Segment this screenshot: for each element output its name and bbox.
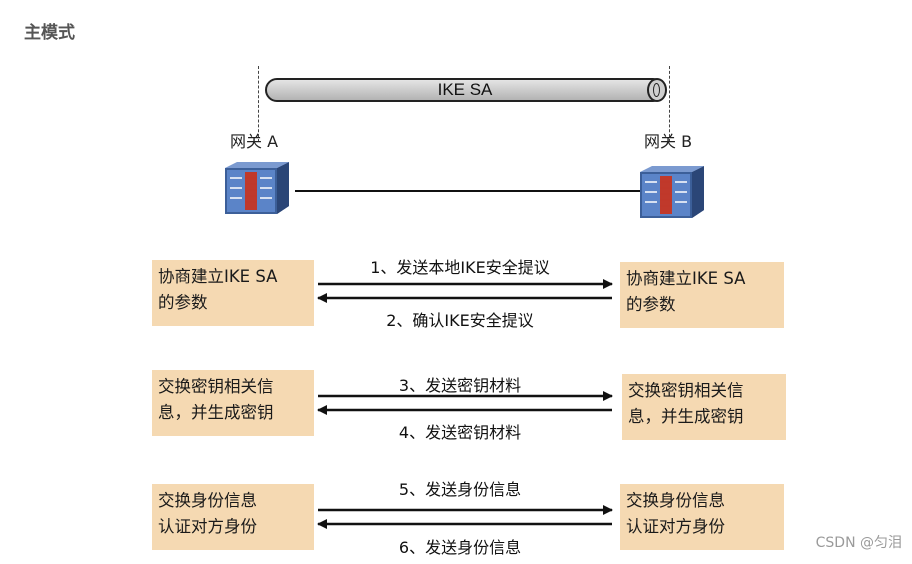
page-title: 主模式 xyxy=(24,23,75,43)
message-label: 6、发送身份信息 xyxy=(398,538,522,557)
watermark: CSDN @匀泪 xyxy=(815,535,902,551)
box-line: 认证对方身份 xyxy=(626,517,725,536)
gateway-a-step-box: 交换密钥相关信 息，并生成密钥 xyxy=(152,370,314,436)
box-line: 协商建立IKE SA xyxy=(626,269,746,288)
gateway-a-dashed-line xyxy=(258,66,259,142)
ike-sa-label: IKE SA xyxy=(437,80,493,99)
box-line: 协商建立IKE SA xyxy=(158,267,278,286)
box-line: 认证对方身份 xyxy=(158,517,257,536)
box-line: 息，并生成密钥 xyxy=(628,407,744,426)
message-label: 4、发送密钥材料 xyxy=(398,423,522,442)
ike-main-mode-diagram: IKE SA 网关 A 网关 B xyxy=(150,58,786,558)
gateway-a-label: 网关 A xyxy=(230,132,279,151)
message-label: 3、发送密钥材料 xyxy=(398,376,522,395)
gateway-b-step-box: 交换密钥相关信 息，并生成密钥 xyxy=(622,374,786,440)
ike-sa-tunnel-end xyxy=(647,78,667,102)
gateway-b-label: 网关 B xyxy=(644,132,693,151)
box-line: 交换身份信息 xyxy=(626,491,725,510)
box-line: 交换密钥相关信 xyxy=(158,377,274,396)
box-line: 的参数 xyxy=(158,293,208,312)
box-line: 的参数 xyxy=(626,295,676,314)
box-line: 交换身份信息 xyxy=(158,491,257,510)
gateway-a-step-box: 协商建立IKE SA 的参数 xyxy=(152,260,314,326)
firewall-b-icon xyxy=(640,166,704,218)
gateway-link-line xyxy=(295,190,640,192)
ike-sa-tunnel xyxy=(265,78,665,102)
message-label: 1、发送本地IKE安全提议 xyxy=(370,258,550,277)
gateway-b-step-box: 交换身份信息 认证对方身份 xyxy=(620,484,784,550)
message-arrows xyxy=(317,279,613,529)
firewall-a-icon xyxy=(225,162,289,214)
box-line: 息，并生成密钥 xyxy=(158,403,274,422)
gateway-b-step-box: 协商建立IKE SA 的参数 xyxy=(620,262,784,328)
message-label: 2、确认IKE安全提议 xyxy=(386,311,534,330)
message-label: 5、发送身份信息 xyxy=(398,480,522,499)
gateway-a-step-box: 交换身份信息 认证对方身份 xyxy=(152,484,314,550)
gateway-b-dashed-line xyxy=(669,66,670,142)
box-line: 交换密钥相关信 xyxy=(628,381,744,400)
